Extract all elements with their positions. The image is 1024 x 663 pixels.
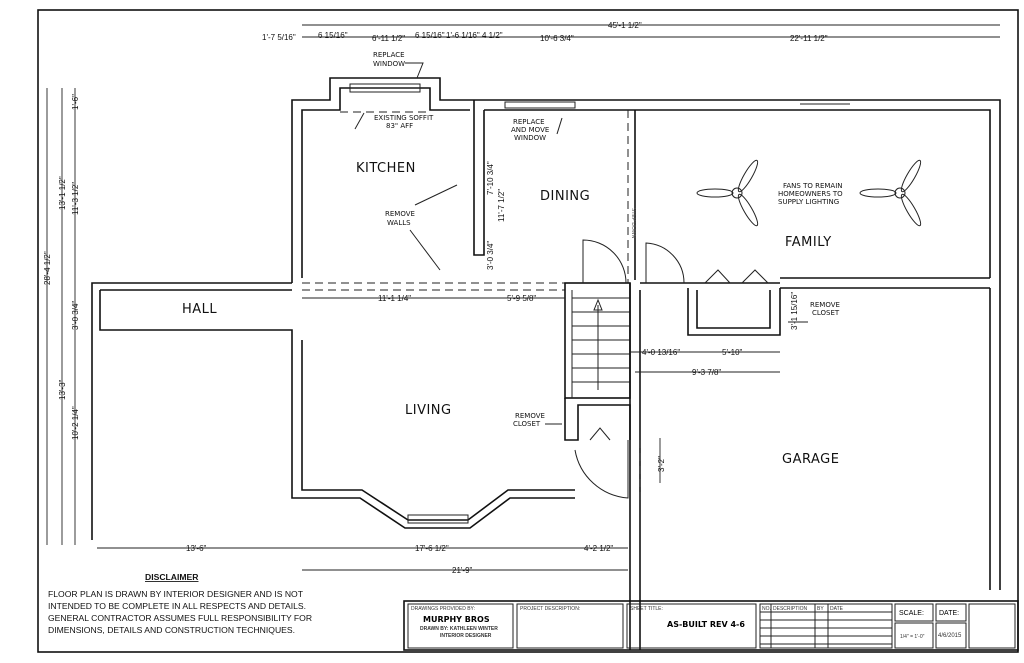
room-label-garage: GARAGE bbox=[782, 452, 839, 467]
svg-text:10'-2 1/4": 10'-2 1/4" bbox=[71, 406, 80, 440]
svg-text:6 15/16": 6 15/16" bbox=[415, 31, 445, 40]
svg-text:11'-7 1/2": 11'-7 1/2" bbox=[497, 189, 506, 222]
svg-text:EXISTING SOFFIT: EXISTING SOFFIT bbox=[374, 114, 434, 122]
room-label-living: LIVING bbox=[405, 403, 452, 418]
svg-text:1'-6 1/16": 1'-6 1/16" bbox=[446, 31, 480, 40]
company-name: MURPHY BROS bbox=[423, 615, 490, 624]
svg-text:CLOSET: CLOSET bbox=[513, 420, 541, 428]
note-replace-move-window: REPLACE AND MOVE WINDOW bbox=[511, 117, 563, 142]
svg-text:83" AFF: 83" AFF bbox=[386, 122, 413, 130]
note-replace-window: REPLACE WINDOW bbox=[373, 51, 424, 79]
svg-text:3'-2": 3'-2" bbox=[657, 456, 666, 472]
svg-text:1/4" = 1'-0": 1/4" = 1'-0" bbox=[900, 634, 925, 640]
svg-text:INTENDED TO BE COMPLETE IN ALL: INTENDED TO BE COMPLETE IN ALL RESPECTS … bbox=[48, 601, 306, 611]
room-label-kitchen: KITCHEN bbox=[356, 161, 416, 176]
svg-text:GENERAL CONTRACTOR ASSUMES FUL: GENERAL CONTRACTOR ASSUMES FULL RESPONSI… bbox=[48, 613, 312, 623]
note-existing-soffit: EXISTING SOFFIT 83" AFF bbox=[354, 112, 434, 130]
svg-text:REPLACE: REPLACE bbox=[373, 51, 405, 59]
svg-text:SUPPLY LIGHTING: SUPPLY LIGHTING bbox=[778, 198, 839, 206]
room-label-dining: DINING bbox=[540, 189, 590, 204]
svg-text:21'-9": 21'-9" bbox=[452, 566, 473, 575]
svg-text:7'-10 3/4": 7'-10 3/4" bbox=[486, 161, 495, 195]
interior-dimensions: 11'-1 1/4" 5'-9 5/8" 7'-10 3/4" 11'-7 1/… bbox=[302, 161, 799, 483]
svg-text:REMOVE: REMOVE bbox=[515, 412, 545, 420]
svg-text:PROJECT DESCRIPTION:: PROJECT DESCRIPTION: bbox=[520, 606, 580, 612]
svg-text:13'-3": 13'-3" bbox=[58, 379, 67, 400]
svg-text:5'-9 5/8": 5'-9 5/8" bbox=[507, 294, 536, 303]
svg-text:REMOVE: REMOVE bbox=[810, 301, 840, 309]
top-dimensions: 45'-1 1/2" 1'-7 5/16" 6 15/16" 6'-11 1/2… bbox=[262, 21, 1000, 43]
ceiling-fan-icon bbox=[696, 159, 759, 227]
bottom-dimensions: 13'-6" 17'-6 1/2" 4'-2 1/2" 21'-9" bbox=[97, 544, 628, 575]
svg-text:1'-7 5/16": 1'-7 5/16" bbox=[262, 33, 296, 42]
svg-text:HOMEOWNERS TO: HOMEOWNERS TO bbox=[778, 190, 843, 198]
svg-text:DRAWINGS PROVIDED BY:: DRAWINGS PROVIDED BY: bbox=[411, 606, 475, 612]
sheet-title: AS-BUILT REV 4-6 bbox=[667, 620, 745, 629]
svg-text:1'-6": 1'-6" bbox=[71, 94, 80, 110]
svg-text:BY: BY bbox=[817, 606, 824, 612]
svg-text:DIMENSIONS, DETAILS AND CONSTR: DIMENSIONS, DETAILS AND CONSTRUCTION TEC… bbox=[48, 625, 295, 635]
svg-text:11'-1 1/4": 11'-1 1/4" bbox=[378, 294, 411, 303]
svg-text:10'-6 3/4": 10'-6 3/4" bbox=[540, 34, 574, 43]
svg-text:3'-0 3/4": 3'-0 3/4" bbox=[71, 301, 80, 330]
note-step-down: STEP DOWN bbox=[630, 208, 636, 239]
svg-text:DATE: DATE bbox=[830, 606, 844, 612]
svg-text:4 1/2": 4 1/2" bbox=[482, 31, 503, 40]
room-label-hall: HALL bbox=[182, 302, 217, 317]
sheet-border bbox=[37, 9, 1019, 653]
svg-text:WINDOW: WINDOW bbox=[514, 134, 546, 142]
svg-text:DATE:: DATE: bbox=[939, 610, 959, 617]
svg-text:CLOSET: CLOSET bbox=[812, 309, 840, 317]
note-remove-closet-family: REMOVE CLOSET bbox=[788, 301, 840, 323]
note-remove-closet-living: REMOVE CLOSET bbox=[513, 412, 562, 428]
svg-text:4/6/2015: 4/6/2015 bbox=[938, 633, 962, 639]
note-fans: FANS TO REMAIN HOMEOWNERS TO SUPPLY LIGH… bbox=[778, 182, 843, 206]
ceiling-fan-icon bbox=[859, 159, 922, 227]
disclaimer: DISCLAIMER FLOOR PLAN IS DRAWN BY INTERI… bbox=[48, 572, 312, 635]
svg-text:4'-2 1/2": 4'-2 1/2" bbox=[584, 544, 613, 553]
svg-text:9'-3 7/8": 9'-3 7/8" bbox=[692, 368, 721, 377]
svg-text:SHEET TITLE:: SHEET TITLE: bbox=[630, 606, 663, 612]
svg-text:6 15/16": 6 15/16" bbox=[318, 31, 348, 40]
svg-text:6'-11 1/2": 6'-11 1/2" bbox=[372, 34, 405, 43]
room-label-family: FAMILY bbox=[785, 235, 832, 250]
left-dimensions: 28'-4 1/2" 13'-1 1/2" 13'-3" 1'-6" 11'-3… bbox=[43, 88, 80, 545]
svg-text:45'-1 1/2": 45'-1 1/2" bbox=[608, 21, 642, 30]
svg-text:28'-4 1/2": 28'-4 1/2" bbox=[43, 251, 52, 285]
svg-text:REMOVE: REMOVE bbox=[385, 210, 415, 218]
title-block: DRAWINGS PROVIDED BY: MURPHY BROS DRAWN … bbox=[403, 600, 1019, 651]
svg-text:11'-3 1/2": 11'-3 1/2" bbox=[71, 182, 80, 215]
svg-text:13'-6": 13'-6" bbox=[186, 544, 207, 553]
svg-text:SCALE:: SCALE: bbox=[899, 610, 924, 617]
walls bbox=[91, 77, 1001, 650]
svg-text:22'-11 1/2": 22'-11 1/2" bbox=[790, 34, 828, 43]
svg-text:17'-6 1/2": 17'-6 1/2" bbox=[415, 544, 449, 553]
svg-text:DESCRIPTION: DESCRIPTION bbox=[773, 606, 808, 612]
svg-text:FLOOR PLAN IS DRAWN BY INTERIO: FLOOR PLAN IS DRAWN BY INTERIOR DESIGNER… bbox=[48, 589, 304, 599]
svg-text:REPLACE: REPLACE bbox=[513, 118, 545, 126]
svg-text:WALLS: WALLS bbox=[387, 219, 411, 227]
svg-text:INTERIOR DESIGNER: INTERIOR DESIGNER bbox=[440, 633, 492, 639]
svg-text:3'-0 3/4": 3'-0 3/4" bbox=[486, 241, 495, 270]
svg-text:4'-0 13/16": 4'-0 13/16" bbox=[642, 348, 680, 357]
svg-text:3'-1 15/16": 3'-1 15/16" bbox=[790, 292, 799, 330]
svg-text:AND MOVE: AND MOVE bbox=[511, 126, 549, 134]
revision-table: NO. DESCRIPTION BY DATE bbox=[759, 603, 893, 649]
windows bbox=[340, 83, 850, 524]
svg-text:NO.: NO. bbox=[762, 606, 771, 612]
svg-text:FANS TO REMAIN: FANS TO REMAIN bbox=[783, 182, 843, 190]
svg-text:DRAWN BY: KATHLEEN WINTER: DRAWN BY: KATHLEEN WINTER bbox=[420, 626, 498, 632]
svg-text:13'-1 1/2": 13'-1 1/2" bbox=[58, 176, 67, 210]
svg-text:WINDOW: WINDOW bbox=[373, 60, 405, 68]
svg-text:5'-10": 5'-10" bbox=[722, 348, 743, 357]
disclaimer-title: DISCLAIMER bbox=[145, 572, 199, 582]
note-remove-walls: REMOVE WALLS bbox=[385, 184, 458, 271]
